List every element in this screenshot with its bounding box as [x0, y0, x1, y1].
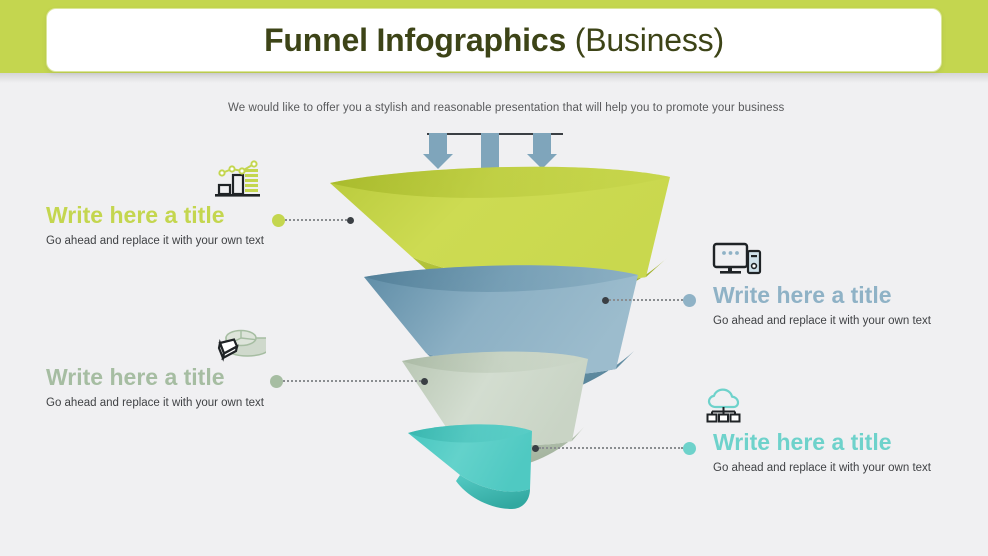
title-card: Funnel Infographics (Business)	[46, 8, 942, 72]
connector-dot-outer	[270, 374, 283, 388]
item-title: Write here a title	[713, 282, 892, 308]
connector-dot-funnel	[347, 216, 354, 224]
page-subtitle: We would like to offer you a stylish and…	[228, 102, 785, 114]
page-title-bold: Funnel Infographics	[264, 21, 567, 58]
funnel-item-4: Write here a title Go ahead and replace …	[713, 429, 953, 475]
page-title: Funnel Infographics (Business)	[264, 22, 724, 59]
funnel-item-3: Write here a title Go ahead and replace …	[46, 364, 278, 410]
item-title: Write here a title	[46, 364, 225, 390]
item-body: Go ahead and replace it with your own te…	[46, 235, 264, 248]
cloud-network-icon	[706, 388, 762, 428]
connector-item-4	[532, 441, 696, 455]
connector-item-1	[272, 213, 354, 227]
connector-dot-funnel	[421, 377, 428, 385]
page-title-regular: (Business)	[566, 21, 724, 58]
funnel-item-2: Write here a title Go ahead and replace …	[713, 282, 953, 328]
item-body: Go ahead and replace it with your own te…	[713, 315, 931, 328]
item-title: Write here a title	[46, 202, 225, 228]
connector-dot-outer	[683, 293, 696, 307]
connector-line	[609, 299, 683, 301]
pie-chart-3d-icon	[210, 325, 266, 365]
connector-line	[285, 219, 347, 221]
connector-item-3	[270, 374, 428, 388]
connector-line	[539, 447, 683, 449]
connector-dot-outer	[683, 441, 696, 455]
item-body: Go ahead and replace it with your own te…	[46, 397, 264, 410]
connector-item-2	[602, 293, 696, 307]
desktop-monitor-icon	[710, 240, 766, 280]
funnel-item-1: Write here a title Go ahead and replace …	[46, 202, 278, 248]
connector-dot-funnel	[602, 296, 609, 304]
funnel-segment-teal	[408, 424, 532, 509]
item-title: Write here a title	[713, 429, 892, 455]
bar-chart-trend-icon	[208, 160, 264, 200]
item-body: Go ahead and replace it with your own te…	[713, 462, 931, 475]
connector-dot-outer	[272, 213, 285, 227]
funnel-diagram	[316, 165, 682, 515]
connector-line	[283, 380, 421, 382]
connector-dot-funnel	[532, 444, 539, 452]
